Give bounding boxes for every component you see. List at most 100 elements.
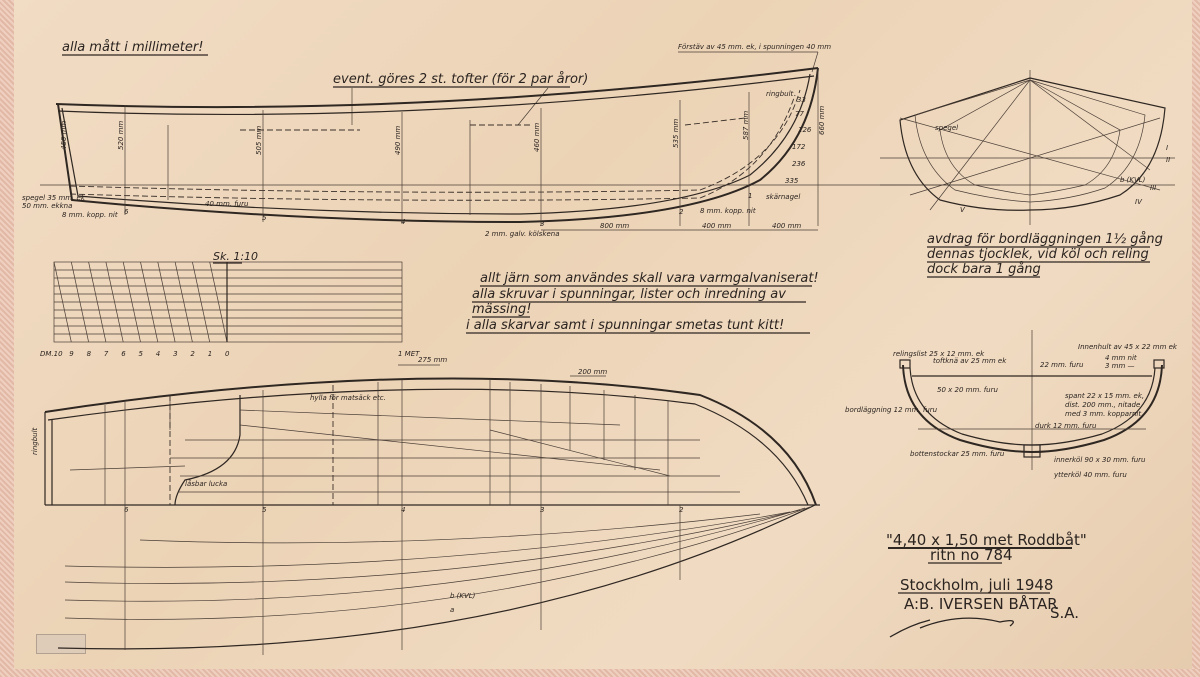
stem-offset: 77 [795, 110, 804, 118]
station-label: 4 [401, 506, 405, 514]
dim-label: 275 mm [418, 356, 447, 364]
shelf-label: hylla för matsäck etc. [310, 394, 386, 402]
stringer-label: 50 x 20 mm. furu [937, 386, 998, 394]
scale-diagonal [157, 261, 176, 343]
station-label: 2 [679, 208, 684, 216]
thwarts-note: event. göres 2 st. tofter (för 2 par åro… [333, 72, 588, 87]
rivet-label: 8 mm. kopp. nit [700, 207, 756, 215]
stem-offset: 236 [792, 160, 806, 168]
title-block: "4,40 x 1,50 met Roddbåt" ritn no 784 St… [886, 531, 1087, 638]
scale-label: DM.10 [40, 350, 63, 358]
waterline-label: V [960, 206, 966, 214]
gunwale-label: relingslist 25 x 12 mm. ek [893, 350, 985, 358]
dim-label: 3 mm — [1105, 362, 1135, 370]
planking-label: bordläggning 12 mm. furu [845, 406, 938, 414]
note-units: alla mått i millimeter! [62, 40, 208, 56]
scale-label: 3 [173, 350, 177, 358]
waterline-label: IV [1135, 198, 1143, 206]
scale-label: 6 [121, 350, 126, 358]
scale-diagonal [53, 261, 72, 343]
scale-label: 7 [104, 350, 109, 358]
frame-label: med 3 mm. kopparnit [1065, 410, 1141, 418]
station-label: 4 [401, 218, 405, 226]
transom-knee-label: 50 mm. ekkna [22, 202, 72, 210]
floorboard-label: durk 12 mm. furu [1035, 422, 1097, 430]
stem-offset: 126 [798, 126, 812, 134]
half-breadth-lines: b (KVL) a [57, 504, 816, 655]
frame-label: dist. 200 mm., nitade [1065, 401, 1140, 409]
length-dimensions: 800 mm 400 mm 400 mm [541, 222, 818, 231]
scale-diagonal [70, 261, 89, 343]
height-dim: 587 mm [742, 111, 750, 140]
scale-diagonal [88, 261, 107, 343]
units-note: alla mått i millimeter! [62, 40, 203, 55]
scale-label: 4 [156, 350, 160, 358]
transom-label: spegel 35 mm. ek [22, 194, 86, 202]
scale-label: 1 [208, 350, 212, 358]
waterline-label: I [1166, 144, 1168, 152]
inwale-label: Innenhult av 45 x 22 mm ek [1078, 343, 1178, 351]
station-label: 6 [124, 506, 129, 514]
planking-note-3: dock bara 1 gång [927, 262, 1041, 277]
putty-note: i alla skarvar samt i spunningar smetas … [466, 318, 784, 333]
keel-band-label: 2 mm. galv. kölskena [485, 230, 559, 238]
scale-label: 9 [69, 350, 74, 358]
scale-diagonal [209, 261, 228, 343]
sheet-edge-left [0, 0, 14, 677]
thwart-knee-label: toftknä av 25 mm ek [933, 357, 1007, 365]
kvl-label: b (KVL) [450, 592, 476, 600]
height-dim: 450 mm [60, 121, 68, 150]
iron-note: allt järn som användes skall vara varmga… [480, 271, 819, 286]
planking-note-1: avdrag för bordläggningen 1½ gång [927, 232, 1163, 247]
station-label: 5 [262, 214, 267, 222]
sheet-edge-right [1192, 0, 1200, 677]
scale-label: 8 [87, 350, 92, 358]
place-date: Stockholm, juli 1948 [900, 576, 1053, 594]
scale-diagonal [105, 261, 124, 343]
ringbult-label: ringbult [766, 90, 794, 98]
waterline-label: III [1150, 184, 1156, 192]
plan-interior-lines [69, 380, 740, 505]
rivet-label: 8 mm. kopp. nit [62, 211, 118, 219]
height-dim: 660 mm [818, 106, 826, 135]
kvl-label: b (KVL) [1120, 176, 1146, 184]
archive-stamp [36, 634, 86, 654]
station-label: 5 [262, 506, 267, 514]
signature [889, 617, 1014, 638]
scale-meter-label: 1 MET [398, 350, 420, 358]
scale-label: 5 [139, 350, 144, 358]
stem-offset: 33 [797, 96, 806, 104]
dim-label: 400 mm [772, 222, 801, 230]
stem-offset: 172 [792, 143, 806, 151]
scale-diagonal [192, 261, 211, 343]
hatch-label: låsbar lucka [185, 479, 227, 488]
stem-note: Förstäv av 45 mm. ek, i spunningen 40 mm [678, 43, 831, 51]
frame-label: spant 22 x 15 mm. ek, [1065, 392, 1144, 400]
dim-label: 400 mm [702, 222, 731, 230]
thwart-label: 22 mm. furu [1040, 361, 1084, 369]
plan-view: hylla för matsäck etc. låsbar lucka ring… [31, 356, 820, 514]
station-label: 6 [124, 208, 129, 216]
scale-diagonal [140, 261, 159, 343]
body-plan: spegel b (KVL) I II III IV V [880, 70, 1175, 225]
scale-label: 0 [225, 350, 230, 358]
outer-keel-label: ytterköl 40 mm. furu [1053, 471, 1127, 479]
dim-label: 800 mm [600, 222, 629, 230]
screws-note-1: alla skruvar i spunningar, lister och in… [472, 287, 786, 302]
inner-keel-label: innerköl 90 x 30 mm. furu [1054, 456, 1146, 464]
planking-note-2: dennas tjocklek, vid köl och reling [927, 247, 1149, 262]
scale-diagonal [122, 261, 141, 343]
sheet-edge-bottom [0, 669, 1200, 677]
drawing-number: ritn no 784 [930, 546, 1013, 564]
station-label: 1 [748, 192, 752, 200]
stem-offset: 335 [785, 177, 799, 185]
height-dim: 505 mm [255, 126, 263, 155]
line-a-label: a [450, 606, 454, 614]
station-label: 3 [540, 220, 544, 228]
height-dim: 520 mm [117, 121, 125, 150]
company-suffix: S.A. [1050, 604, 1079, 622]
station-label: 2 [679, 506, 684, 514]
